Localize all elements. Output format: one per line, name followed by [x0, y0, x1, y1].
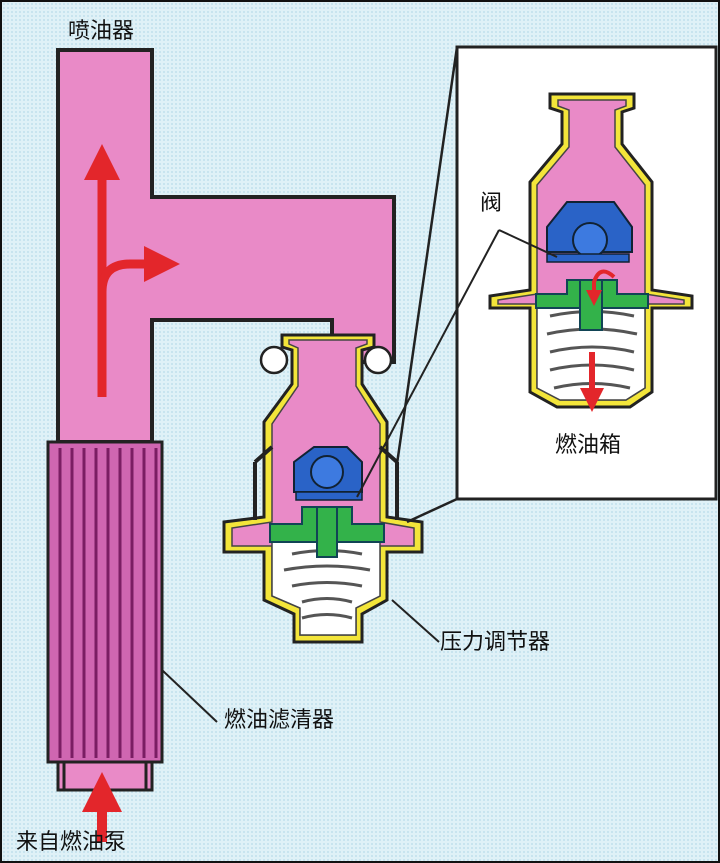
- pressure-regulator-body: [222, 333, 424, 644]
- from-pump-label: 来自燃油泵: [16, 830, 127, 855]
- valve-label: 阀: [480, 191, 503, 216]
- fuel-filter-label: 燃油滤清器: [224, 708, 335, 733]
- flow-arrows: [82, 144, 180, 842]
- o-rings: [259, 345, 393, 375]
- injector-label: 喷油器: [68, 19, 135, 44]
- detail-inset: [395, 45, 718, 524]
- fuel-filter: [46, 440, 164, 792]
- leader-lines: [161, 229, 558, 723]
- fuel-tank-label: 燃油箱: [555, 433, 622, 458]
- pressure-regulator-label: 压力调节器: [440, 630, 551, 655]
